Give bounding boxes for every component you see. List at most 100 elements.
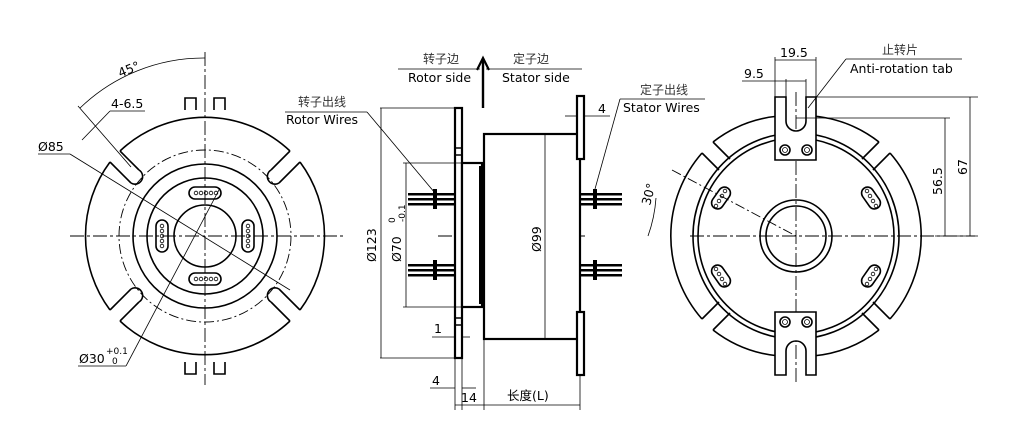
segment-edge	[712, 141, 731, 160]
body-dia-label: Ø99	[529, 226, 544, 252]
slip-ring-body	[482, 132, 582, 341]
notch-edge	[109, 161, 132, 184]
length-label: 长度(L)	[507, 388, 549, 403]
notch-edge	[278, 161, 301, 184]
outer-flange-left	[84, 161, 111, 311]
flange-dia-label: Ø123	[364, 228, 379, 262]
screw-icon	[782, 147, 788, 153]
outer-segment	[712, 329, 780, 357]
angle-45-label: 45°	[116, 58, 142, 80]
direction-arrow-head-icon	[476, 55, 490, 71]
bore-ring-inner	[765, 205, 827, 267]
pilot-tol-upper: 0	[388, 217, 398, 223]
pilot-tol-lower: -0.1	[398, 204, 408, 222]
slot-extension-line	[77, 105, 132, 168]
slot-label: 4-6.5	[111, 96, 143, 111]
angle-30-label: 30°	[638, 181, 658, 206]
slot-end-icon	[266, 287, 280, 303]
wire-outlet-top	[188, 186, 222, 200]
outer-flange-right	[299, 161, 326, 311]
screw-icon	[782, 319, 788, 325]
wire-outlet-right	[241, 219, 255, 253]
bottom-tab-right	[213, 362, 226, 375]
outer-segment	[889, 152, 922, 320]
rotor-side-en: Rotor side	[408, 70, 471, 85]
slot-end-icon	[130, 169, 144, 185]
pilot-shoulder	[479, 166, 483, 304]
outer-segment	[712, 115, 780, 143]
stator-side-en: Stator side	[502, 70, 570, 85]
segment-edge	[872, 301, 891, 320]
bolt-circle	[118, 149, 292, 323]
outer-segment	[812, 329, 880, 357]
pilot-ring-inner	[146, 177, 264, 295]
rotor-wires-cn: 转子出线	[298, 94, 346, 109]
notch-edge	[270, 150, 291, 171]
screw-icon	[804, 147, 810, 153]
pilot-ring-outer	[132, 163, 278, 309]
notch-edge	[119, 150, 140, 171]
bore-tol-lower: 0	[112, 357, 118, 367]
segment-edge	[701, 152, 720, 171]
tab-width-label: 19.5	[780, 45, 808, 60]
rotor-len-label: 14	[461, 390, 477, 405]
outer-segment	[812, 115, 880, 143]
stator-wires-leader	[594, 98, 621, 190]
tab-leader	[807, 58, 847, 109]
screw-icon	[804, 319, 810, 325]
stator-flange-thk-label: 4	[598, 101, 606, 116]
segment-edge	[701, 301, 720, 320]
notch-edge	[270, 301, 291, 322]
stator-wires-bottom	[580, 260, 622, 280]
notch-edge	[278, 288, 301, 311]
segment-edge	[872, 152, 891, 171]
rotor-gap-label: 1	[434, 321, 442, 336]
top-tab-right	[213, 97, 226, 110]
notch-edge	[109, 288, 132, 311]
rotor-wires-leader	[366, 111, 436, 194]
segment-edge	[861, 312, 880, 331]
screw-icon	[779, 316, 791, 328]
segment-edge	[712, 312, 731, 331]
wire-outlet-left	[155, 219, 169, 253]
bore-circle	[173, 204, 237, 268]
screw-icon	[801, 316, 813, 328]
top-tab-left	[184, 97, 197, 110]
stator-flange-bottom	[575, 310, 586, 377]
outer-segment	[670, 152, 703, 320]
tab-en: Anti-rotation tab	[850, 61, 953, 76]
right-view: 30° 19.5 9.5 止转片 Anti-rotation tab	[638, 42, 978, 385]
outer-flange-bottom	[119, 320, 291, 356]
angle-30-line	[671, 169, 797, 237]
segment-edge	[861, 141, 880, 160]
angle-30-arc	[647, 197, 657, 237]
left-view: 45° 4-6.5 Ø85 Ø30 +0.1 0	[38, 52, 345, 385]
tab-end-dist-label: 67	[955, 159, 970, 175]
bore-tol-upper: +0.1	[106, 347, 128, 357]
bore-ring-outer	[759, 199, 833, 273]
slot-end-icon	[266, 169, 280, 185]
stator-wires-en: Stator Wires	[623, 100, 700, 115]
stator-wires-cn: 定子出线	[640, 82, 688, 97]
rotor-side-cn: 转子边	[423, 51, 459, 66]
stator-flange-top	[575, 94, 586, 161]
angle-45-arc	[79, 57, 206, 109]
bottom-tab-left	[184, 362, 197, 375]
rotor-flange-thk-label: 4	[432, 373, 440, 388]
outer-flange-top	[119, 116, 291, 152]
anti-rotation-tab-top	[774, 96, 817, 161]
stator-side-cn: 定子边	[513, 51, 549, 66]
notch-edge	[119, 301, 140, 322]
rotor-wires-en: Rotor Wires	[286, 112, 358, 127]
slot-width-label: 9.5	[744, 66, 764, 81]
anti-rotation-tab-bottom	[774, 311, 817, 376]
rotor-wires-bottom	[408, 260, 455, 280]
slot-leader	[81, 110, 111, 141]
stator-outlets	[710, 186, 882, 288]
rotor-wires-top	[408, 189, 455, 209]
slot-center-dist-label: 56.5	[930, 167, 945, 195]
pilot-dia-label: Ø70	[389, 236, 404, 262]
screw-icon	[779, 144, 791, 156]
side-view: 转子边 Rotor side 定子边 Stator side	[285, 51, 705, 410]
